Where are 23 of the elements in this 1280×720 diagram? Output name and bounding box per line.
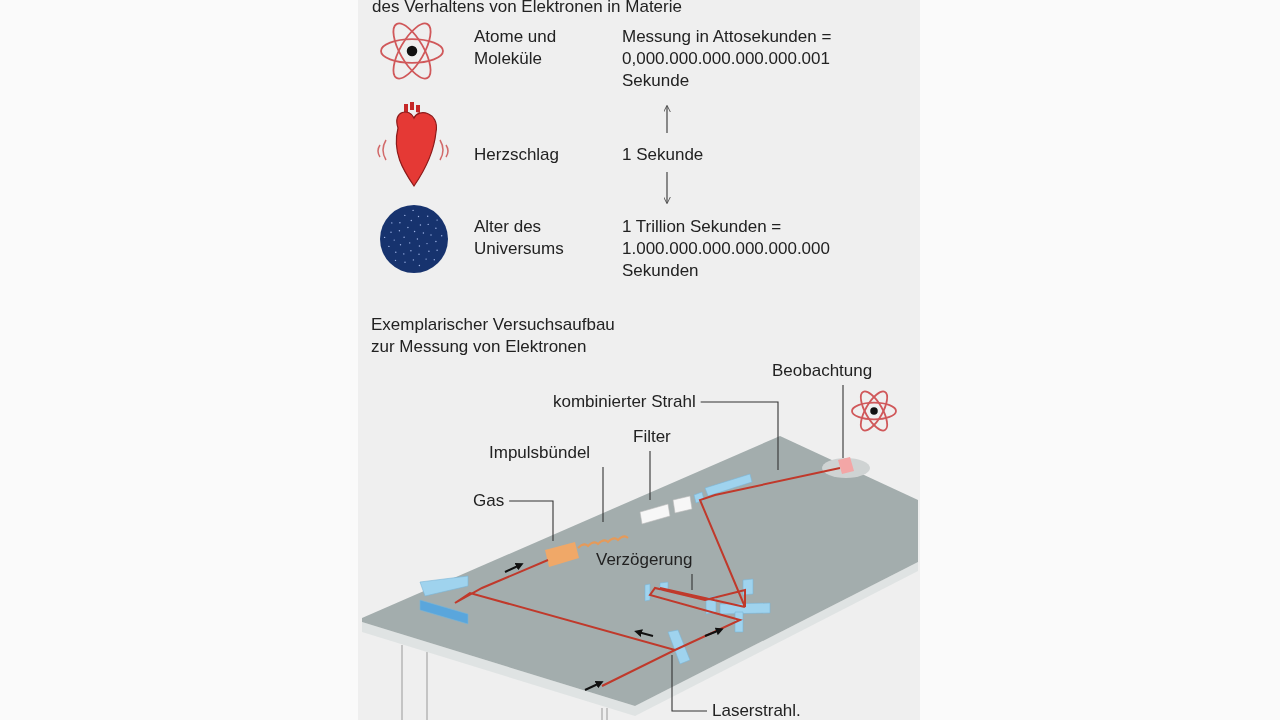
leader-line [842,384,844,459]
value-text: 1 Sekunde [622,144,704,166]
callout-label: Gas [473,490,505,512]
leader-line [671,654,708,712]
callout-label: Laserstrahl. [712,700,801,720]
callout-label: Verzögerung [596,549,693,571]
value-text: Messung in Attosekunden = 0,000.000.000.000.000.001 Sekunde [622,26,833,92]
callout-label: kombinierter Strahl [553,391,696,413]
leader-line [602,466,604,523]
callout-label: Beobachtung [772,360,873,382]
callout-label: Impulsbündel [489,442,591,464]
section-heading: Exemplarischer Versuchsaufbau zur Messung von Elektronen [371,314,616,358]
row-label: Alter des Universums [474,216,565,260]
value-text: 1 Trillion Sekunden = 1.000.000.000.000.000.000 Sekunden [622,216,831,282]
leader-line [691,573,693,591]
callout-label: Filter [633,426,671,448]
leader-line [508,500,554,542]
leader-line [649,450,651,501]
cut-heading: des Verhaltens von Elektronen in Materie [372,0,682,18]
leader-line [700,401,779,471]
row-label: Herzschlag [474,144,560,166]
row-label: Atome und Moleküle [474,26,558,70]
target-cube [838,457,854,474]
